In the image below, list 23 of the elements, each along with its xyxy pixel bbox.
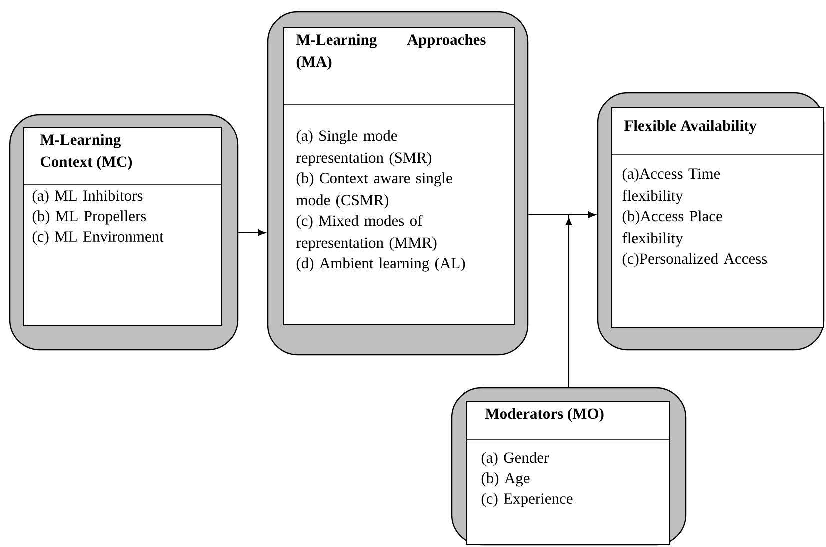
panel-box — [597, 92, 825, 351]
list-item: (a) Gender — [482, 452, 550, 466]
list-item: (c) Mixed modes of representation (MMR) — [296, 215, 437, 252]
panel-box — [9, 114, 239, 351]
list-item: (b) Age — [482, 472, 530, 487]
list-item: (a) ML Inhibitors — [32, 190, 143, 204]
list-item: (b)Access Place flexibility — [622, 210, 722, 247]
list-item: (c) Experience — [482, 493, 573, 508]
list-item: (b) Context aware single mode (CSMR) — [296, 172, 452, 209]
arrow — [566, 212, 596, 388]
list-item: (c)Personalized Access — [622, 253, 768, 268]
arrow — [238, 230, 266, 236]
list-item: (c) ML Environment — [32, 231, 164, 246]
list-item: (b) ML Propellers — [32, 210, 146, 225]
heading: Flexible Availability — [624, 120, 757, 134]
heading: M-Learning Context (MC) — [40, 134, 132, 170]
panel-box — [267, 11, 529, 356]
list-item: (a) Single mode representation (SMR) — [296, 130, 432, 166]
heading: M-Learning Approaches (MA) — [296, 34, 486, 70]
panel-box — [451, 387, 687, 546]
heading: Moderators (MO) — [485, 408, 604, 422]
list-item: (a)Access Time flexibility — [622, 168, 720, 204]
list-item: (d) Ambient learning (AL) — [296, 258, 466, 272]
